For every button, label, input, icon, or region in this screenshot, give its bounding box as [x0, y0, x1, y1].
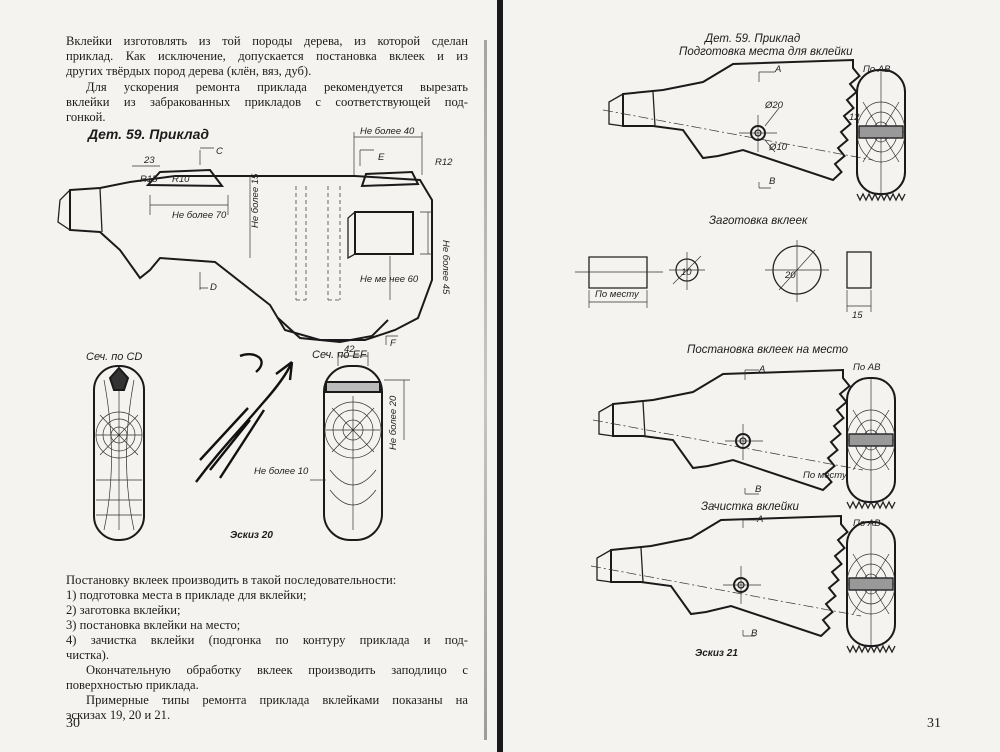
cleanup-title: Зачистка вклейки — [701, 501, 799, 513]
label-d20: Ø20 — [764, 100, 784, 111]
paragraph-line: Вклейки изготовлять из той породы дерева… — [66, 34, 468, 48]
recess-c — [145, 168, 225, 188]
right-title-1: Дет. 59. Приклад — [705, 33, 801, 45]
paragraph-line: других твёрдых пород дерева (клён, вяз, … — [66, 64, 312, 78]
label-po-ab-2: По AB — [853, 362, 881, 373]
paragraph-line: вклейки из забракованных прикладов с соо… — [66, 95, 468, 109]
section-cd — [93, 365, 145, 541]
blank-title: Заготовка вклеек — [709, 215, 808, 227]
label-no-less-60: Не ме нее 60 — [360, 274, 419, 285]
butt-end — [57, 189, 71, 231]
closing-line: поверхностью приклада. — [66, 678, 199, 692]
step-item: 4) зачистка вклейки (подгонка по контуру… — [66, 633, 468, 647]
label-d10: Ø10 — [768, 142, 788, 153]
right-page: Дет. 59. Приклад Подготовка места для вк… — [503, 0, 1000, 752]
stock-side-view — [610, 514, 849, 638]
closing-line: Окончательную обработку вклеек производи… — [86, 663, 468, 677]
label-po-ab-1: По AB — [863, 64, 891, 75]
label-no-more-40: Не более 40 — [360, 126, 415, 137]
section-insert — [858, 125, 904, 139]
step-item: 3) постановка вклейки на место; — [66, 618, 241, 632]
label-10: 10 — [681, 267, 692, 278]
section-insert — [848, 577, 894, 591]
paragraph-line: приклад. Как исключение, допускается пос… — [66, 49, 468, 63]
prep-section — [856, 69, 906, 202]
closing-line: Примерные типы ремонта приклада вклейкам… — [86, 693, 468, 707]
binding-shadow — [484, 40, 487, 740]
book-gutter — [497, 0, 503, 752]
label-no-more-70: Не более 70 — [172, 210, 227, 221]
section-insert — [848, 433, 894, 447]
recess-e — [360, 170, 420, 188]
insert-f — [277, 317, 389, 344]
pen-scribble — [195, 353, 294, 483]
right-title-2: Подготовка места для вклейки — [679, 46, 853, 58]
sketch-caption-21: Эскиз 21 — [695, 648, 738, 659]
label-no-more-20: Не более 20 — [388, 395, 399, 450]
label-42: 42 — [344, 344, 355, 355]
stock-side-view — [622, 58, 861, 182]
insert-cd — [108, 366, 130, 391]
label-no-more-45: Не более 45 — [440, 240, 451, 295]
label-no-more-15: Не более 15 — [250, 173, 261, 228]
label-po-mestu-2: По месту — [803, 470, 848, 481]
paragraph-line: гонкой. — [66, 110, 106, 124]
label-r10: R10 — [172, 174, 190, 185]
label-d: D — [210, 282, 217, 293]
label-po-mestu-1: По месту — [595, 289, 640, 300]
figure-title: Дет. 59. Приклад — [88, 126, 210, 142]
label-r15: R15 — [140, 174, 158, 185]
label-12: 12 — [849, 112, 860, 123]
label-sec-ef: Сеч. по EF — [312, 349, 368, 361]
stock-drawing-sketch-21: Ø20 Ø10 A B По AB 12 По месту 10 20 15 A… — [575, 58, 906, 654]
left-page: Вклейки изготовлять из той породы дерева… — [0, 0, 497, 752]
label-r12: R12 — [435, 157, 453, 168]
label-a3: A — [756, 514, 763, 525]
label-15: 15 — [852, 310, 863, 321]
stock-drawing-sketch-20: Не более 40 R12 23 R15 R10 C E Не более … — [57, 126, 453, 541]
section-ef — [323, 365, 383, 541]
label-b3: B — [751, 628, 758, 639]
closing-line: эскизах 19, 20 и 21. — [66, 708, 171, 722]
stock-outline — [69, 175, 433, 341]
side-insert — [354, 211, 414, 255]
step-item: чистка). — [66, 648, 110, 662]
label-a1: A — [774, 64, 781, 75]
label-b1: B — [769, 176, 776, 187]
step-item: 1) подготовка места в прикладе для вклей… — [66, 588, 307, 602]
label-f: F — [390, 338, 397, 349]
install-title: Постановка вклеек на место — [687, 344, 849, 356]
sketch-caption: Эскиз 20 — [230, 530, 273, 541]
prep-view — [602, 58, 874, 182]
label-20: 20 — [784, 270, 796, 281]
paragraph-line: Для ускорения ремонта приклада рекоменду… — [86, 80, 468, 94]
label-e: E — [378, 152, 385, 163]
page-number: 31 — [927, 716, 941, 731]
stock-side-view — [612, 368, 851, 492]
step-item: 2) заготовка вклейки; — [66, 603, 181, 617]
insert-ef — [325, 381, 381, 393]
label-c: C — [216, 146, 223, 157]
label-a2: A — [758, 364, 765, 375]
label-b2: B — [755, 484, 762, 495]
blank-rect-1 — [588, 256, 648, 289]
label-po-ab-3: По AB — [853, 518, 881, 529]
label-sec-cd: Сеч. по CD — [86, 351, 142, 363]
label-23: 23 — [143, 155, 155, 166]
label-no-more-10: Не более 10 — [254, 466, 309, 477]
page-number: 30 — [66, 716, 80, 731]
blank-rect-2 — [846, 251, 872, 289]
steps-intro: Постановку вклеек производить в такой по… — [66, 573, 397, 587]
